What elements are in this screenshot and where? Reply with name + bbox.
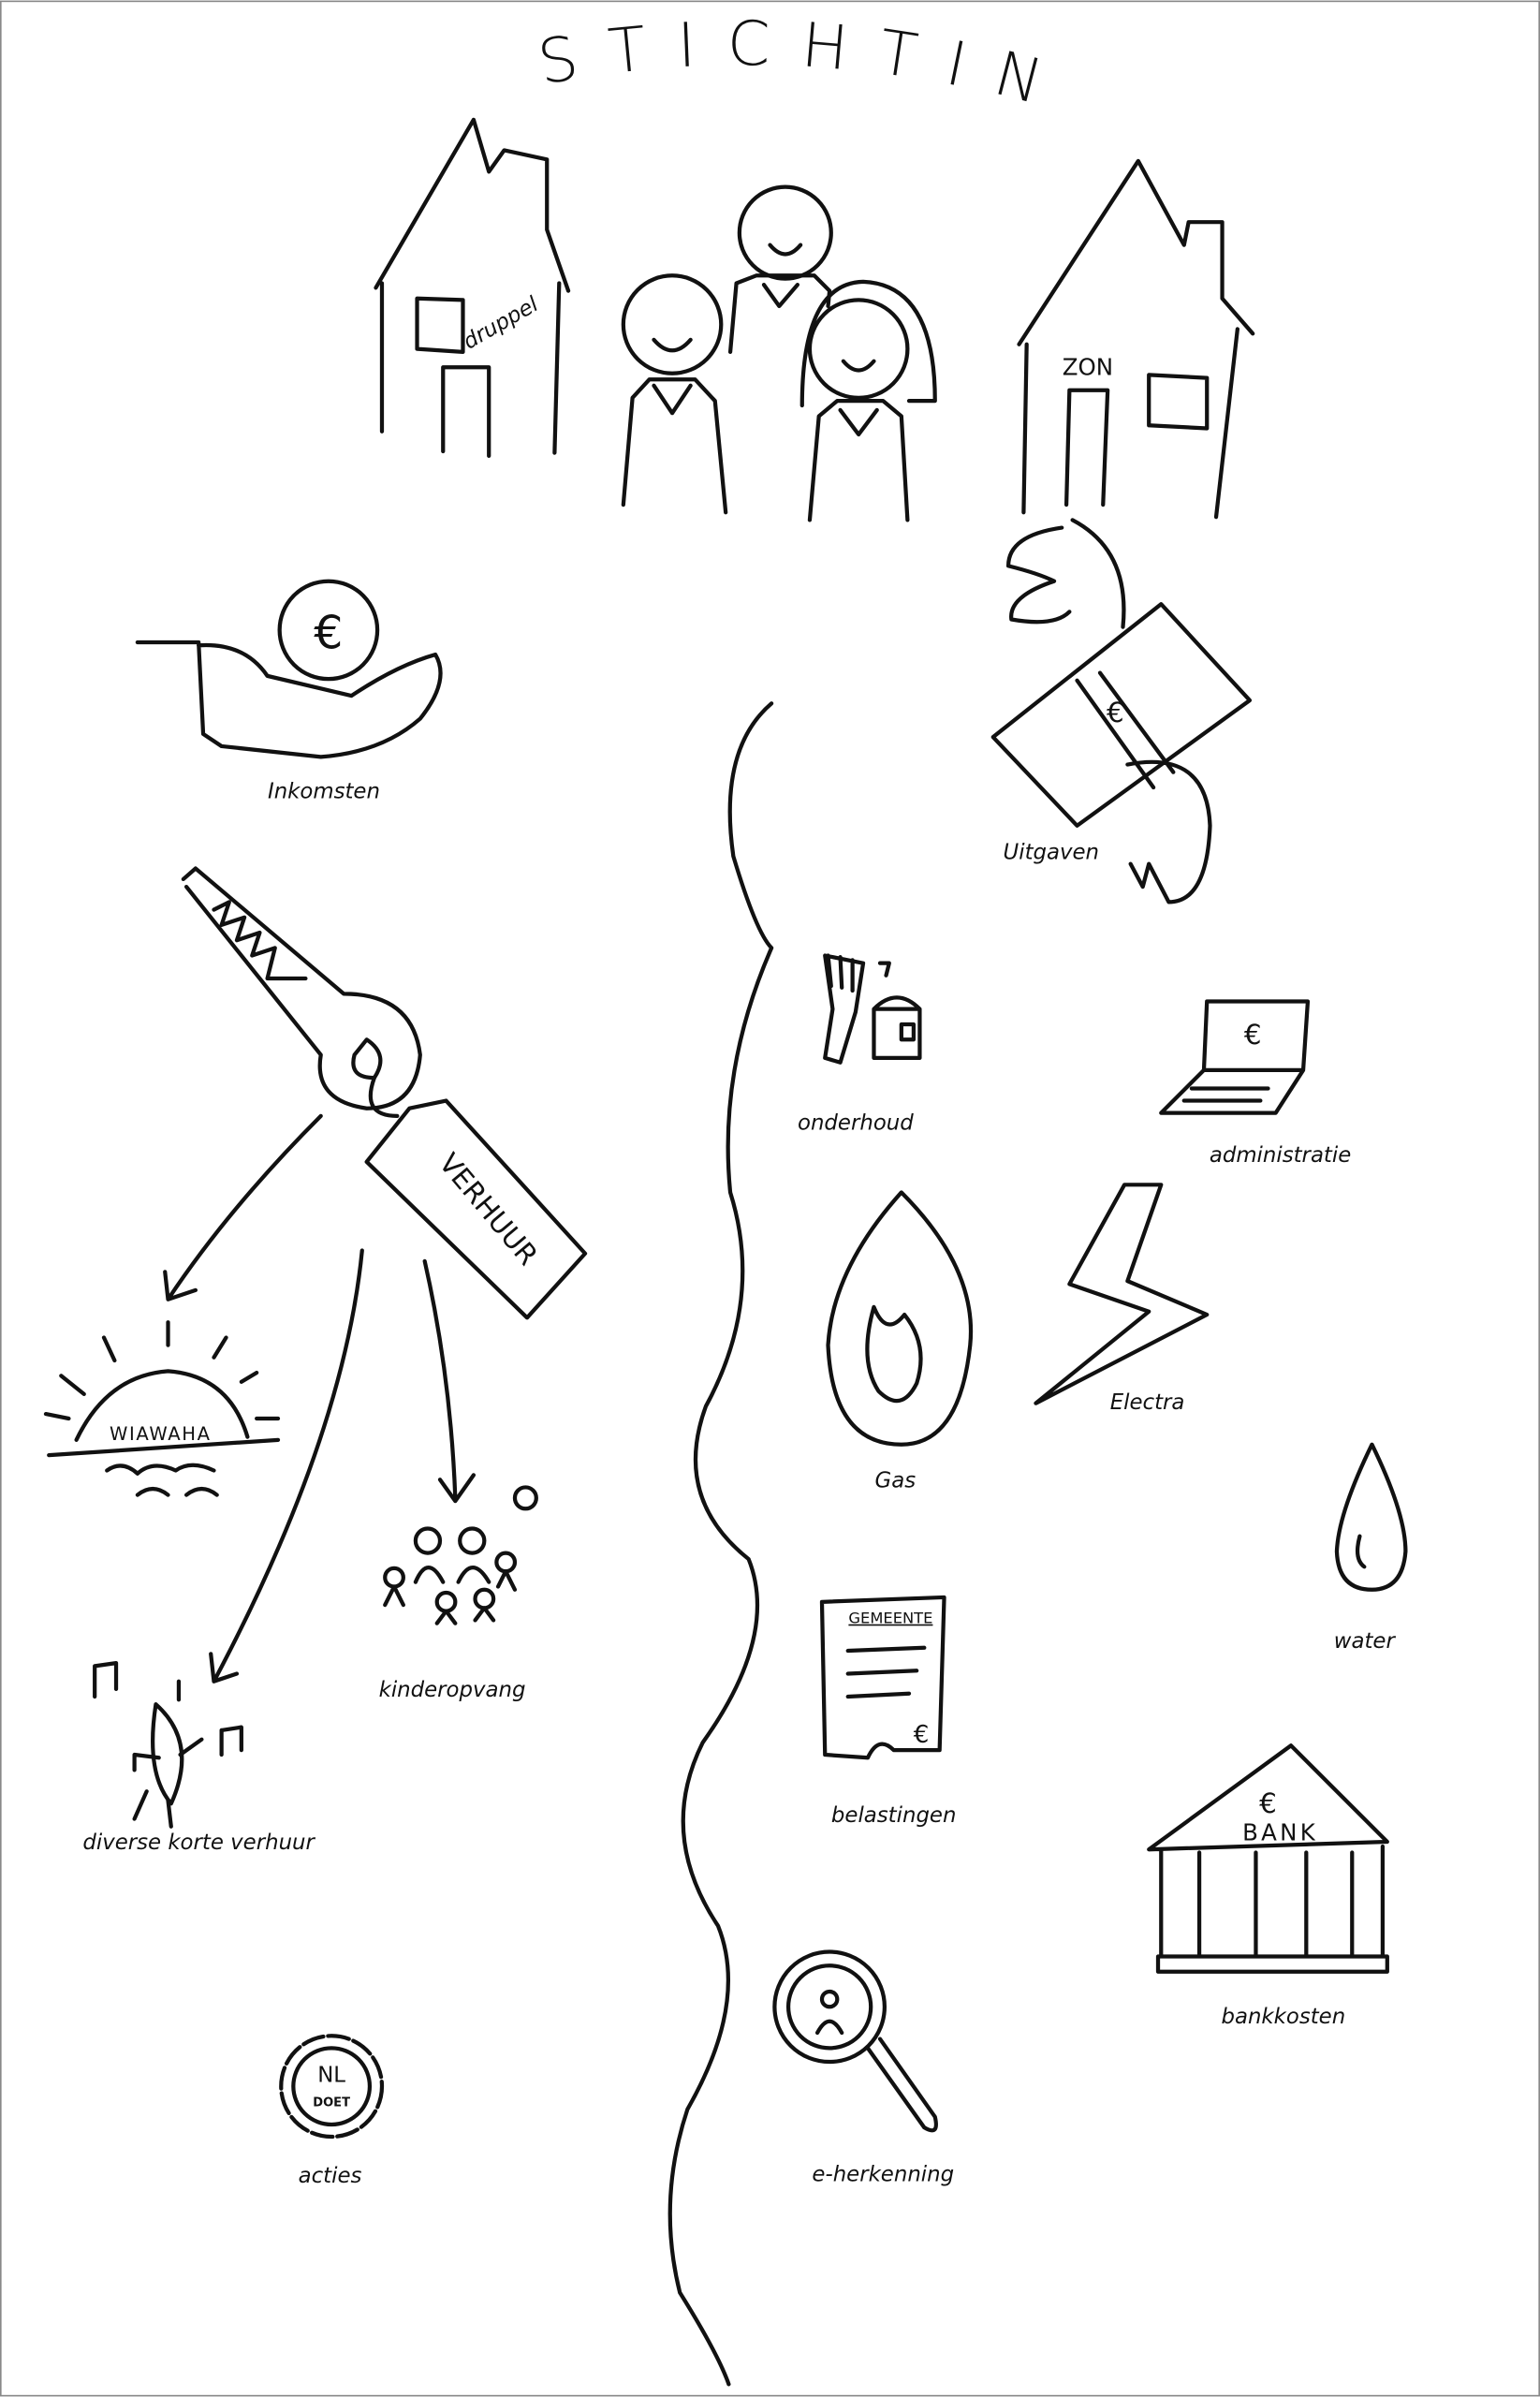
flame-icon xyxy=(826,1190,974,1447)
lightning-icon xyxy=(1034,1183,1210,1405)
diverse-korte-verhuur-label: diverse korte verhuur xyxy=(82,1831,315,1855)
paint-brush-icon xyxy=(823,953,922,1065)
bank-euro-symbol: € xyxy=(1259,1787,1277,1819)
arrow-to-wiawaha xyxy=(163,1113,323,1301)
laptop-euro-symbol: € xyxy=(1244,1019,1262,1051)
tax-document-icon: GEMEENTE € xyxy=(819,1595,946,1760)
nl-doet-badge-icon: NL DOET xyxy=(279,2034,385,2140)
magnifier-icon xyxy=(772,1949,938,2133)
people-icon xyxy=(621,184,937,522)
badge-bottom: DOET xyxy=(313,2096,350,2110)
badge-top: NL xyxy=(317,2063,345,2087)
income-hand-icon: € xyxy=(135,579,443,759)
dancing-moon-icon xyxy=(93,1660,243,1829)
arrow-to-diverse-korte-verhuur xyxy=(209,1248,364,1684)
laptop-icon: € xyxy=(1159,999,1311,1115)
house-label-zon: ZON xyxy=(1063,353,1113,380)
gas-label: Gas xyxy=(875,1468,917,1493)
wiawaha-label: WIAWAHA xyxy=(110,1423,212,1445)
electra-label: Electra xyxy=(1110,1390,1185,1415)
arrow-to-kinderopvang xyxy=(422,1258,477,1504)
acties-label: acties xyxy=(299,2164,362,2188)
house-zon-icon: ZON xyxy=(1017,158,1255,520)
kinderopvang-label: kinderopvang xyxy=(379,1678,526,1702)
water-label: water xyxy=(1334,1629,1397,1654)
income-label: Inkomsten xyxy=(268,779,380,803)
bank-icon: € BANK xyxy=(1147,1743,1389,1974)
coin-euro-symbol: € xyxy=(314,607,343,660)
doc-header: GEMEENTE xyxy=(848,1610,932,1627)
children-icon xyxy=(383,1485,538,1625)
doc-euro-symbol: € xyxy=(914,1721,930,1749)
e-herkenning-label: e-herkenning xyxy=(812,2162,954,2186)
sunset-icon: WIAWAHA xyxy=(43,1320,281,1497)
bank-sign: BANK xyxy=(1242,1818,1318,1846)
administratie-label: administratie xyxy=(1210,1143,1351,1168)
bankkosten-label: bankkosten xyxy=(1221,2005,1345,2029)
expenses-label: Uitgaven xyxy=(1004,841,1100,865)
water-drop-icon xyxy=(1334,1442,1408,1592)
river-divider xyxy=(667,701,774,2387)
flying-money-icon: € xyxy=(990,518,1253,904)
onderhoud-label: onderhoud xyxy=(798,1111,914,1136)
banknote-euro-symbol: € xyxy=(1107,697,1124,728)
belastingen-label: belastingen xyxy=(831,1803,957,1828)
